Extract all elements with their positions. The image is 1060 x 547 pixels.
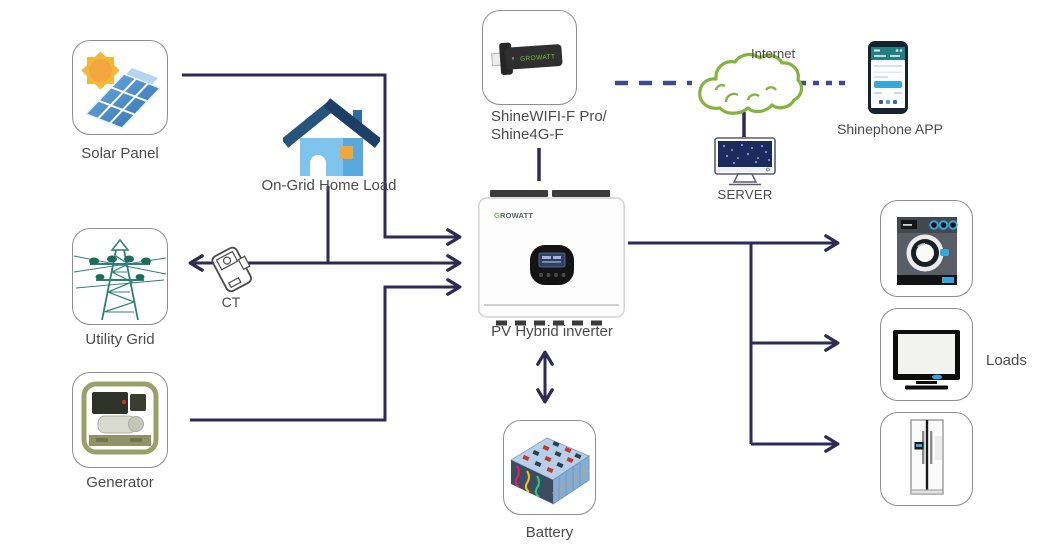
inverter-brand-rest: ROWATT xyxy=(500,211,533,220)
internet-cloud-icon xyxy=(698,52,804,115)
tv-icon xyxy=(893,330,960,390)
inverter-icon: G ROWATT xyxy=(478,190,625,326)
solar-panel-icon xyxy=(81,51,162,129)
battery-label: Battery xyxy=(525,524,574,541)
dongle-brand-text: GROWATT xyxy=(520,53,556,62)
home-load-label: On-Grid Home Load xyxy=(261,177,397,194)
washing-machine-icon xyxy=(897,217,958,285)
fridge-icon xyxy=(910,419,944,495)
ct-icon xyxy=(211,246,252,293)
utility-grid-label: Utility Grid xyxy=(85,331,155,348)
app-label: Shinephone APP xyxy=(837,121,943,137)
shinewifi-label-line2: Shine4G-F xyxy=(491,126,564,143)
generator-icon xyxy=(81,381,159,455)
home-load-icon xyxy=(283,98,380,176)
server-label: SERVER xyxy=(717,187,773,202)
server-icon xyxy=(714,137,776,186)
utility-grid-icon xyxy=(73,238,167,321)
sun-icon xyxy=(81,51,120,90)
generator-label: Generator xyxy=(86,474,154,491)
connector-generator-to-inverter xyxy=(190,278,462,422)
inverter-brand-g: G xyxy=(494,211,500,220)
inverter-label: PV Hybrid inverter xyxy=(491,323,613,340)
connector-solar-to-inverter xyxy=(182,73,462,246)
internet-label: Internet xyxy=(751,46,796,61)
shinephone-app-icon xyxy=(868,41,908,114)
ct-label: CT xyxy=(221,294,241,310)
shinewifi-label-line1: ShineWIFI-F Pro/ xyxy=(491,108,607,125)
loads-label: Loads xyxy=(986,352,1027,369)
shinewifi-dongle-icon: GROWATT xyxy=(491,42,563,75)
solar-panel-label: Solar Panel xyxy=(81,145,159,162)
battery-icon xyxy=(509,437,591,505)
